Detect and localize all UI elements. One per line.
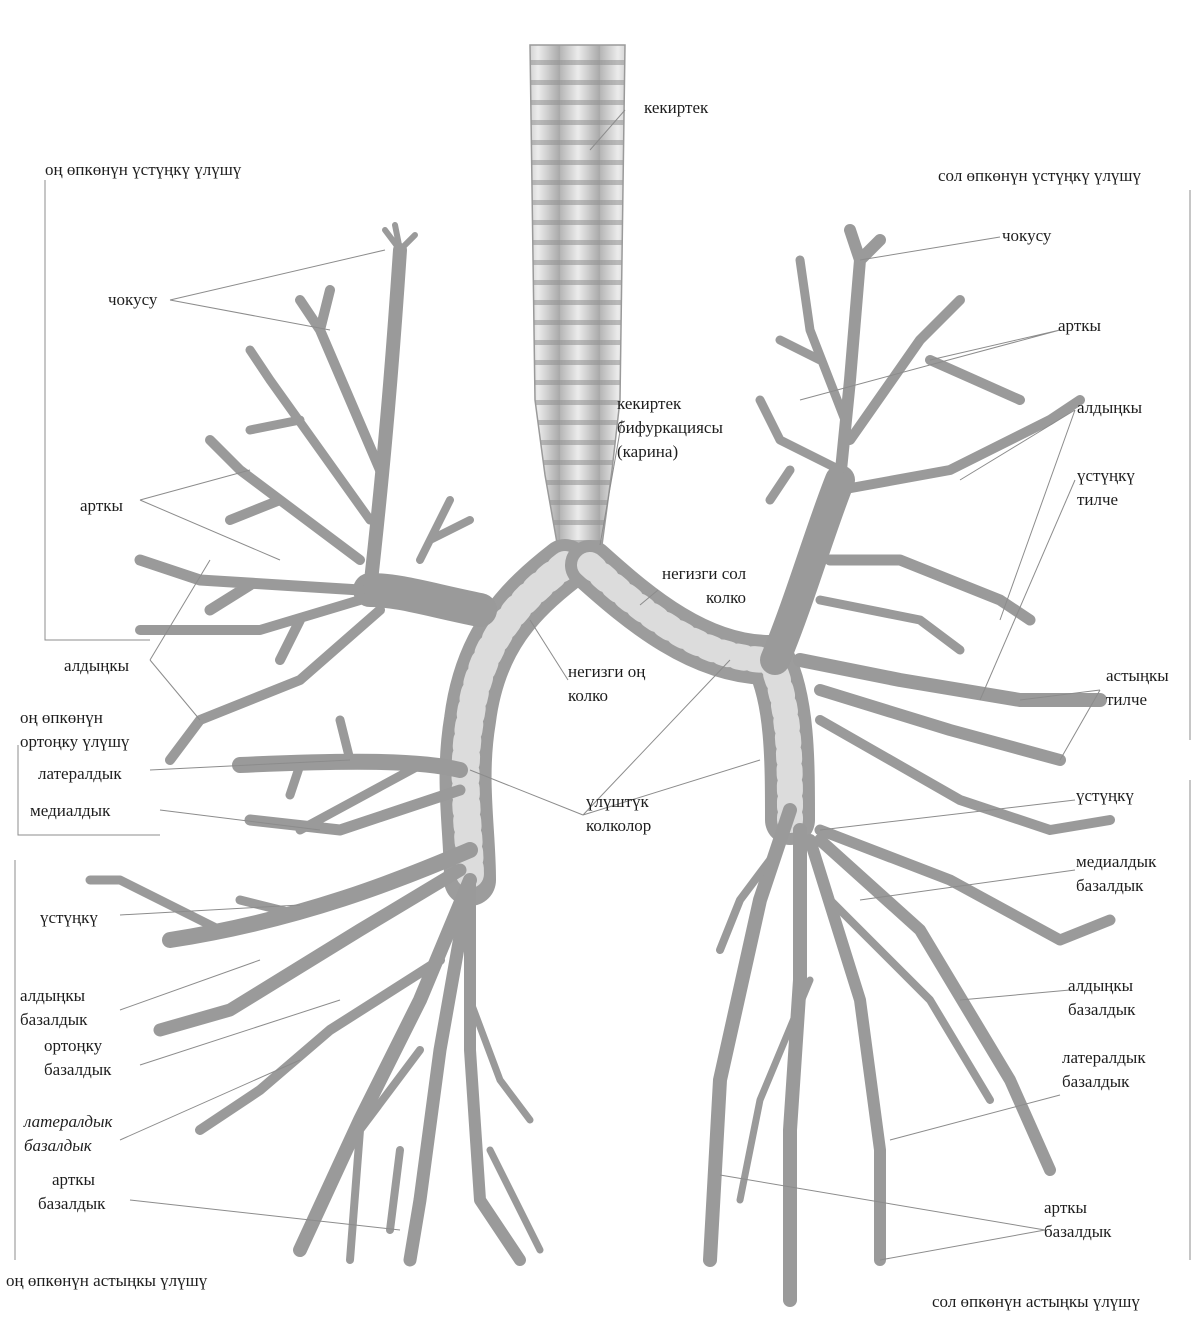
label-right-medial: медиалдык bbox=[30, 799, 110, 823]
label-left-anterior-basal-line-1: алдыңкы bbox=[1068, 974, 1135, 998]
label-left-lower-lobe: сол өпкөнүн астыңкы үлүшү bbox=[932, 1290, 1140, 1314]
label-right-lateral-basal-line-2: базалдык bbox=[24, 1134, 112, 1158]
label-right-posterior-basal-line-1: арткы bbox=[38, 1168, 105, 1192]
label-left-main-bronchus-line-1: негизги сол bbox=[662, 562, 746, 586]
label-right-anterior-basal: алдыңкы базалдык bbox=[20, 984, 87, 1032]
label-left-anterior-basal: алдыңкы базалдык bbox=[1068, 974, 1135, 1022]
label-left-posterior: арткы bbox=[1058, 314, 1101, 338]
label-right-anterior-basal-line-1: алдыңкы bbox=[20, 984, 87, 1008]
label-left-main-bronchus: негизги сол колко bbox=[662, 562, 746, 610]
label-left-superior-lingula-line-1: үстүңкү bbox=[1077, 464, 1135, 488]
trachea-shape bbox=[530, 45, 625, 580]
label-left-lateral-basal: латералдык базалдык bbox=[1062, 1046, 1146, 1094]
label-right-anterior-basal-line-2: базалдык bbox=[20, 1008, 87, 1032]
label-right-superior: үстүңкү bbox=[40, 906, 98, 930]
label-right-upper-lobe: оң өпкөнүн үстүңкү үлүшү bbox=[45, 158, 241, 182]
label-right-anterior: алдыңкы bbox=[64, 654, 129, 678]
label-right-medial-basal-line-1: ортоңку bbox=[44, 1034, 111, 1058]
label-left-apical: чокусу bbox=[1002, 224, 1051, 248]
label-left-medial-basal-line-2: базалдык bbox=[1076, 874, 1156, 898]
label-right-lateral-basal-line-1: латералдык bbox=[24, 1110, 112, 1134]
label-left-main-bronchus-line-2: колко bbox=[662, 586, 746, 610]
label-left-lateral-basal-line-2: базалдык bbox=[1062, 1070, 1146, 1094]
label-left-lateral-basal-line-1: латералдык bbox=[1062, 1046, 1146, 1070]
label-left-anterior-basal-line-2: базалдык bbox=[1068, 998, 1135, 1022]
label-right-posterior-basal: арткы базалдык bbox=[38, 1168, 105, 1216]
label-left-inferior-lingula-line-1: астыңкы bbox=[1106, 664, 1169, 688]
label-left-upper-lobe: сол өпкөнүн үстүңкү үлүшү bbox=[938, 164, 1141, 188]
label-lobar-bronchi: үлүштүк колколор bbox=[586, 790, 651, 838]
label-right-apical: чокусу bbox=[108, 288, 157, 312]
label-lobar-bronchi-line-1: үлүштүк bbox=[586, 790, 651, 814]
label-right-middle-lobe-line-1: оң өпкөнүн bbox=[20, 706, 129, 730]
label-right-posterior: арткы bbox=[80, 494, 123, 518]
label-right-lower-lobe: оң өпкөнүн астыңкы үлүшү bbox=[6, 1269, 207, 1293]
label-bifurcation: кекиртек бифуркациясы (карина) bbox=[617, 392, 723, 464]
label-left-superior-lingula-line-2: тилче bbox=[1077, 488, 1135, 512]
label-right-main-bronchus-line-2: колко bbox=[568, 684, 645, 708]
label-bifurcation-line-3: (карина) bbox=[617, 440, 723, 464]
label-left-posterior-basal: арткы базалдык bbox=[1044, 1196, 1111, 1244]
label-bifurcation-line-2: бифуркациясы bbox=[617, 416, 723, 440]
label-left-medial-basal-line-1: медиалдык bbox=[1076, 850, 1156, 874]
label-right-middle-lobe-line-2: ортоңку үлүшү bbox=[20, 730, 129, 754]
label-left-inferior-lingula: астыңкы тилче bbox=[1106, 664, 1169, 712]
label-lobar-bronchi-line-2: колколор bbox=[586, 814, 651, 838]
label-right-lateral-basal: латералдык базалдык bbox=[24, 1110, 112, 1158]
label-right-medial-basal-line-2: базалдык bbox=[44, 1058, 111, 1082]
label-right-main-bronchus: негизги оң колко bbox=[568, 660, 645, 708]
label-bifurcation-line-1: кекиртек bbox=[617, 392, 723, 416]
label-left-posterior-basal-line-1: арткы bbox=[1044, 1196, 1111, 1220]
label-left-inferior-lingula-line-2: тилче bbox=[1106, 688, 1169, 712]
label-left-posterior-basal-line-2: базалдык bbox=[1044, 1220, 1111, 1244]
label-right-lateral: латералдык bbox=[38, 762, 122, 786]
label-left-superior: үстүңкү bbox=[1076, 784, 1134, 808]
label-left-superior-lingula: үстүңкү тилче bbox=[1077, 464, 1135, 512]
label-left-anterior: алдыңкы bbox=[1077, 396, 1142, 420]
label-right-middle-lobe: оң өпкөнүн ортоңку үлүшү bbox=[20, 706, 129, 754]
label-right-posterior-basal-line-2: базалдык bbox=[38, 1192, 105, 1216]
label-right-main-bronchus-line-1: негизги оң bbox=[568, 660, 645, 684]
label-left-medial-basal: медиалдык базалдык bbox=[1076, 850, 1156, 898]
label-right-medial-basal: ортоңку базалдык bbox=[44, 1034, 111, 1082]
label-trachea: кекиртек bbox=[644, 96, 708, 120]
